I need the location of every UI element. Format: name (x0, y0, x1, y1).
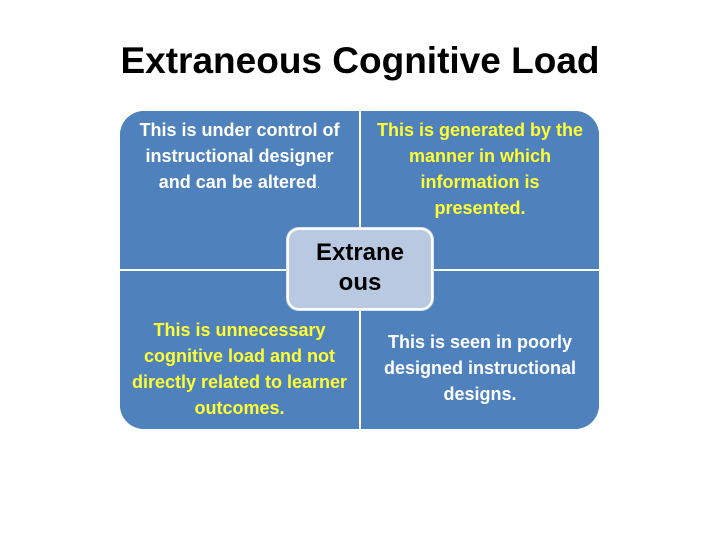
quadrant-top-left-suffix: . (316, 177, 321, 191)
center-label-box: Extrane ous (287, 228, 433, 310)
center-label-line1: Extrane (315, 239, 405, 266)
quadrant-top-left-text: This is under control of instructional d… (134, 117, 345, 269)
quadrant-bottom-left-text: This is unnecessary cognitive load and n… (131, 320, 348, 418)
center-label-line2: ous (338, 269, 382, 296)
quadrant-top-right-text: This is generated by the manner in which… (376, 120, 584, 218)
quadrant-top-left-main-text: This is under control of instructional d… (139, 120, 340, 192)
slide-title: Extraneous Cognitive Load (120, 40, 600, 81)
quadrant-bottom-right-text: This is seen in poorly designed instruct… (383, 332, 577, 404)
